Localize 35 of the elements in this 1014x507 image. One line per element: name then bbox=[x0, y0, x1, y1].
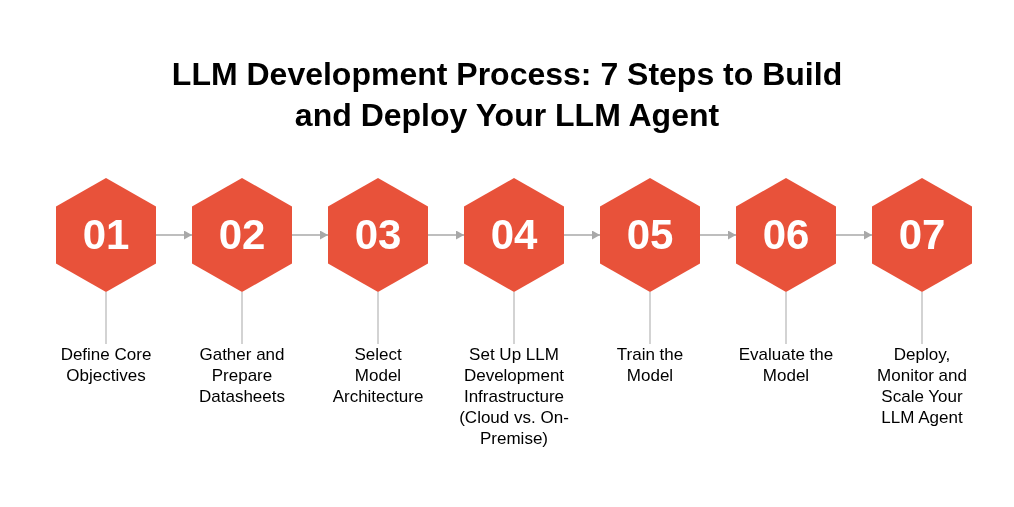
step-number: 06 bbox=[762, 213, 810, 257]
connector-line bbox=[921, 291, 923, 345]
step-number: 05 bbox=[626, 213, 674, 257]
title: LLM Development Process: 7 Steps to Build and Deploy Your LLM Agent bbox=[170, 55, 844, 135]
hexagon bbox=[600, 178, 700, 292]
step-number: 02 bbox=[218, 213, 266, 257]
step-caption: Deploy, Monitor and Scale Your LLM Agent bbox=[866, 344, 978, 428]
arrow bbox=[563, 230, 601, 240]
step-caption: Evaluate the Model bbox=[730, 344, 842, 386]
hexagon bbox=[192, 178, 292, 292]
arrow bbox=[699, 230, 737, 240]
arrow bbox=[155, 230, 193, 240]
arrow bbox=[835, 230, 873, 240]
hexagon bbox=[872, 178, 972, 292]
hexagon bbox=[736, 178, 836, 292]
step-number: 01 bbox=[82, 213, 130, 257]
step-caption: Set Up LLM Development Infrastructure (Cloud vs. On-Premise) bbox=[458, 344, 570, 449]
connector-line bbox=[241, 291, 243, 345]
step-caption: Define Core Objectives bbox=[50, 344, 162, 386]
arrow bbox=[427, 230, 465, 240]
arrow bbox=[291, 230, 329, 240]
hexagon bbox=[464, 178, 564, 292]
connector-line bbox=[105, 291, 107, 345]
step-number: 07 bbox=[898, 213, 946, 257]
step-caption: Train the Model bbox=[594, 344, 706, 386]
step-number: 03 bbox=[354, 213, 402, 257]
step-caption: Gather and Prepare Datasheets bbox=[186, 344, 298, 407]
connector-line bbox=[377, 291, 379, 345]
connector-line bbox=[785, 291, 787, 345]
hexagon bbox=[56, 178, 156, 292]
step-caption: Select Model Architecture bbox=[331, 344, 425, 407]
step-number: 04 bbox=[490, 213, 538, 257]
hexagon bbox=[328, 178, 428, 292]
connector-line bbox=[513, 291, 515, 345]
connector-line bbox=[649, 291, 651, 345]
